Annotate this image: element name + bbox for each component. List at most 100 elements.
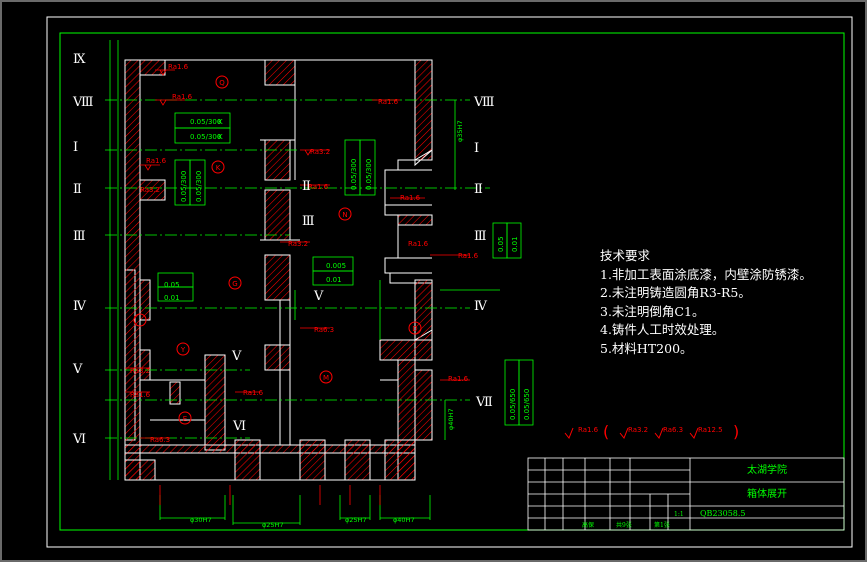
tech-req-item-5: 5.材料HT200。 <box>600 340 693 356</box>
tech-requirements-title: 技术要求 <box>600 248 651 263</box>
svg-text:Ra1.6: Ra1.6 <box>408 240 429 248</box>
svg-text:(: ( <box>603 422 609 441</box>
datum-d: D <box>412 325 417 333</box>
sheet-number: 第1张 <box>654 521 670 529</box>
svg-text:Ra1.6: Ra1.6 <box>146 157 167 165</box>
tech-requirements: 技术要求 1.非加工表面涂底漆，内壁涂防锈漆。 2.未注明铸造圆角R3-R5。 … <box>600 247 812 358</box>
datum-n: N <box>342 211 347 219</box>
datum-y: Y <box>180 346 186 354</box>
datum-g: G <box>232 280 237 288</box>
svg-text:Ra3.2: Ra3.2 <box>310 148 330 156</box>
tol-a1-ref: K <box>218 118 223 126</box>
section-right-vii: Ⅶ <box>475 395 493 410</box>
svg-text:Ra1.6: Ra1.6 <box>130 391 151 399</box>
scale: 1:1 <box>674 511 684 518</box>
tol-g1: 0.05/650 <box>509 389 517 420</box>
tol-d1: 0.05 <box>164 281 180 289</box>
dim-5: φ35H7 <box>456 120 464 142</box>
svg-text:Ra3.2: Ra3.2 <box>140 186 160 194</box>
tol-b1: 0.05/300 <box>195 171 203 202</box>
section-left-viii: Ⅷ <box>72 95 93 110</box>
svg-text:Ra6.3: Ra6.3 <box>150 436 170 444</box>
datum-e: E <box>183 415 187 423</box>
tol-c2: 0.05/300 <box>365 159 373 190</box>
material-row: 高保 <box>582 521 594 529</box>
section-inner-v1: Ⅴ <box>313 289 324 304</box>
dimension-lines <box>105 40 500 525</box>
section-right-viii: Ⅷ <box>473 95 494 110</box>
section-right-i: Ⅰ <box>474 141 479 156</box>
rough-general: Ra1.6 <box>578 426 599 434</box>
section-left-i: Ⅰ <box>73 140 78 155</box>
outer-frame <box>46 16 853 548</box>
rough-v2: Ra6.3 <box>663 426 683 434</box>
section-left-ix: Ⅸ <box>73 52 86 67</box>
section-right-ii: Ⅱ <box>474 182 483 197</box>
tol-a2-ref: K <box>218 133 223 141</box>
dim-3: φ25H7 <box>345 516 367 524</box>
dim-1: φ30H7 <box>190 516 212 524</box>
dim-6: φ40H7 <box>447 408 455 430</box>
school-name: 太湖学院 <box>747 463 787 476</box>
casting-outline <box>125 59 433 481</box>
datum-k: K <box>216 164 221 172</box>
tol-d2: 0.01 <box>164 294 180 302</box>
tol-b2: 0.05/300 <box>180 171 188 202</box>
section-inner-ii: Ⅱ <box>302 179 311 194</box>
inner-frame <box>59 32 845 531</box>
svg-text:Ra1.6: Ra1.6 <box>458 252 479 260</box>
datum-bubbles <box>133 75 422 425</box>
tech-req-item-1: 1.非加工表面涂底漆，内壁涂防锈漆。 <box>600 266 812 282</box>
tol-f2: 0.01 <box>326 276 342 284</box>
title-block <box>527 457 845 531</box>
sheet-total: 共9张 <box>616 521 632 529</box>
svg-text:Ra1.6: Ra1.6 <box>168 63 189 71</box>
dim-2: φ25H7 <box>262 521 284 529</box>
svg-text:Ra1.6: Ra1.6 <box>172 93 193 101</box>
rough-v3: Ra12.5 <box>698 426 723 434</box>
svg-text:Ra6.3: Ra6.3 <box>314 326 334 334</box>
svg-text:Ra1.6: Ra1.6 <box>400 194 421 202</box>
section-inner-vi: Ⅵ <box>232 419 246 434</box>
datum-m: M <box>323 374 329 382</box>
tech-req-item-2: 2.未注明铸造圆角R3-R5。 <box>600 285 751 300</box>
tech-req-item-3: 3.未注明倒角C1。 <box>600 303 705 319</box>
tech-req-item-4: 4.铸件人工时效处理。 <box>600 322 725 337</box>
section-left-iv: Ⅳ <box>73 299 87 314</box>
tol-f1: 0.005 <box>326 262 346 270</box>
svg-text:Ra1.6: Ra1.6 <box>378 98 399 106</box>
svg-text:): ) <box>733 422 739 441</box>
casting-section <box>124 59 433 481</box>
datum-leaders <box>125 69 470 505</box>
section-inner-iii: Ⅲ <box>302 214 315 229</box>
general-roughness: Ra1.6 ( Ra3.2 Ra6.3 Ra12.5 ) <box>564 422 739 441</box>
center-column-top <box>264 59 296 86</box>
tol-e2: 0.01 <box>511 236 519 252</box>
section-left-ii: Ⅱ <box>73 182 82 197</box>
rough-v1: Ra3.2 <box>628 426 648 434</box>
dim-4: φ40H7 <box>393 516 415 524</box>
svg-text:Ra1.6: Ra1.6 <box>243 389 264 397</box>
svg-text:Ra1.6: Ra1.6 <box>308 183 329 191</box>
left-wall <box>124 59 141 481</box>
tol-e1: 0.05 <box>497 236 505 252</box>
section-inner-v2: Ⅴ <box>231 349 242 364</box>
datum-q: Q <box>219 79 225 87</box>
tol-a1: 0.05/300 <box>190 118 221 126</box>
drawing-title: 箱体展开 <box>747 487 787 500</box>
right-wall-top <box>414 59 433 161</box>
section-left-v: Ⅴ <box>72 362 83 377</box>
section-left-iii: Ⅲ <box>73 229 86 244</box>
svg-text:Ra3.2: Ra3.2 <box>130 367 150 375</box>
svg-text:Ra3.2: Ra3.2 <box>288 240 308 248</box>
tol-c1: 0.05/300 <box>350 159 358 190</box>
tol-a2: 0.05/300 <box>190 133 221 141</box>
svg-text:Ra1.6: Ra1.6 <box>448 375 469 383</box>
section-left-vi: Ⅵ <box>72 432 86 447</box>
section-right-iv: Ⅳ <box>474 299 488 314</box>
section-right-iii: Ⅲ <box>474 229 487 244</box>
